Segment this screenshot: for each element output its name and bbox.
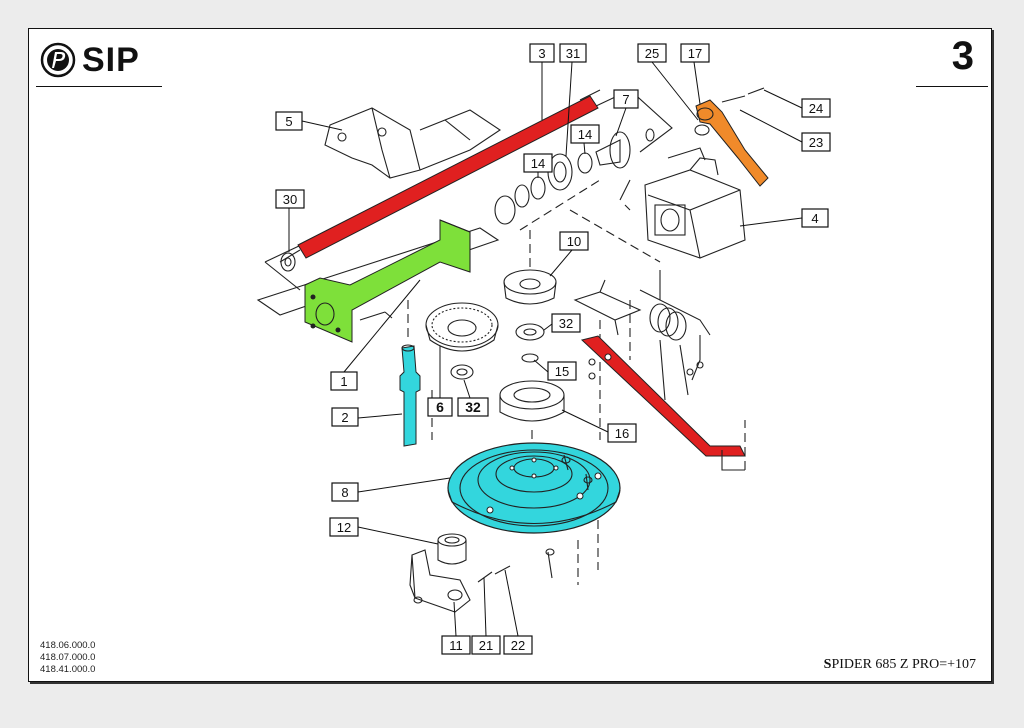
vertical-shaft-part-2 (399, 300, 433, 447)
main-housing-part-1 (304, 219, 471, 343)
lever-part-17 (694, 87, 769, 187)
callout-8: 8 (331, 482, 359, 502)
upper-assembly-outline (256, 89, 673, 316)
callout-7: 7 (613, 89, 639, 109)
part-code: 418.07.000.0 (40, 652, 96, 663)
callout-17: 17 (680, 43, 710, 63)
model-name: SPIDER 685 Z PRO=+107 (824, 657, 976, 673)
callout-32-right: 32 (551, 313, 581, 333)
callout-23: 23 (801, 132, 831, 152)
bushing-part-12 (437, 533, 467, 565)
callout-24: 24 (801, 98, 831, 118)
svg-text:4: 4 (811, 211, 818, 226)
svg-text:17: 17 (688, 46, 702, 61)
hub-stack (499, 230, 565, 460)
svg-text:3: 3 (538, 46, 545, 61)
svg-text:22: 22 (511, 638, 525, 653)
callout-3: 3 (529, 43, 555, 63)
svg-text:21: 21 (479, 638, 493, 653)
drive-shaft-part-3 (279, 89, 601, 272)
bracket-part-5 (324, 107, 501, 179)
callout-30: 30 (275, 189, 305, 209)
blade-holder-part-11 (409, 549, 511, 613)
callout-10: 10 (559, 231, 589, 251)
svg-text:6: 6 (436, 399, 444, 415)
page-number-underline (916, 86, 988, 87)
svg-text:14: 14 (531, 156, 545, 171)
model-initial: S (823, 657, 832, 672)
svg-text:1: 1 (340, 374, 347, 389)
gearbox-housing-part-4 (619, 147, 746, 259)
svg-text:25: 25 (645, 46, 659, 61)
page-number: 3 (951, 34, 974, 78)
svg-text:32: 32 (559, 316, 573, 331)
callouts: 3 31 25 17 7 5 24 23 14 (275, 43, 831, 655)
logo-underline (36, 86, 162, 87)
callout-21: 21 (471, 635, 501, 655)
callout-5: 5 (275, 111, 303, 131)
callout-31: 31 (559, 43, 587, 63)
part-code: 418.06.000.0 (40, 640, 96, 651)
svg-text:10: 10 (567, 234, 581, 249)
callout-11: 11 (441, 635, 471, 655)
svg-text:14: 14 (578, 127, 592, 142)
callout-12: 12 (329, 517, 359, 537)
svg-text:12: 12 (337, 520, 351, 535)
bearings-group (494, 152, 593, 225)
callout-16: 16 (607, 423, 637, 443)
svg-text:8: 8 (341, 485, 348, 500)
pinion-gear-part-7 (595, 128, 655, 169)
callout-32-lower: 32 (457, 397, 489, 417)
brand-name: SIP (82, 40, 140, 79)
model-name-rest: PIDER 685 Z PRO=+107 (831, 657, 976, 672)
callout-1: 1 (330, 371, 358, 391)
svg-text:23: 23 (809, 135, 823, 150)
svg-text:7: 7 (622, 92, 629, 107)
svg-text:2: 2 (341, 410, 348, 425)
brand-logo: SIP (40, 40, 140, 80)
callout-15: 15 (547, 361, 577, 381)
callout-25: 25 (637, 43, 667, 63)
spring-bracket (573, 270, 711, 440)
callout-22: 22 (503, 635, 533, 655)
callout-14-upper: 14 (570, 124, 600, 144)
rotor-disc-part-8 (447, 442, 621, 585)
callout-14-lower: 14 (523, 153, 553, 173)
svg-text:16: 16 (615, 426, 629, 441)
svg-text:32: 32 (465, 399, 481, 415)
callout-4: 4 (801, 208, 829, 228)
sip-emblem-icon (40, 42, 76, 78)
bevel-gear-part-6 (425, 302, 499, 380)
callout-6: 6 (427, 397, 453, 417)
svg-text:30: 30 (283, 192, 297, 207)
svg-text:11: 11 (449, 638, 463, 653)
svg-text:24: 24 (809, 101, 823, 116)
scraper-strip (580, 335, 746, 471)
svg-text:15: 15 (555, 364, 569, 379)
part-code: 418.41.000.0 (40, 664, 96, 675)
svg-text:5: 5 (285, 114, 292, 129)
part-code-list: 418.06.000.0 418.07.000.0 418.41.000.0 (40, 640, 95, 676)
svg-text:31: 31 (566, 46, 580, 61)
callout-2: 2 (331, 407, 359, 427)
